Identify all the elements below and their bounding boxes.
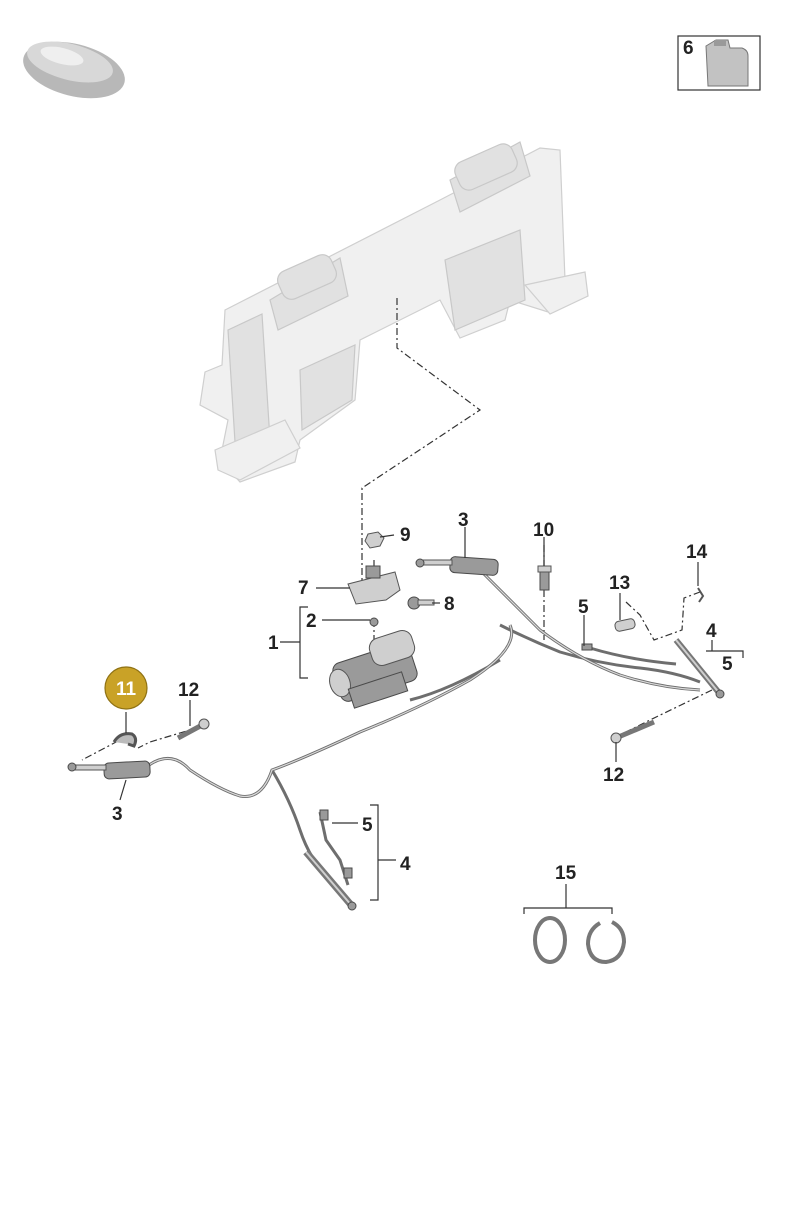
callout-14: 14 bbox=[686, 542, 708, 563]
callout-6: 6 bbox=[683, 38, 694, 59]
callout-8: 8 bbox=[444, 594, 455, 615]
hydraulic-cylinder-upper[interactable] bbox=[415, 556, 499, 576]
callout-10: 10 bbox=[533, 520, 554, 541]
latch-cylinder-right[interactable] bbox=[673, 638, 725, 699]
callout-5-right: 5 bbox=[722, 654, 733, 675]
pressure-sensor[interactable] bbox=[537, 565, 552, 591]
connector-5-upper[interactable] bbox=[581, 643, 593, 651]
callout-5-upper: 5 bbox=[578, 597, 589, 618]
leader-lines bbox=[119, 527, 744, 914]
screw-2[interactable] bbox=[369, 617, 379, 627]
car-silhouette-icon bbox=[23, 41, 125, 99]
callout-2: 2 bbox=[306, 611, 317, 632]
latch-cylinder-lower[interactable] bbox=[303, 809, 357, 911]
clip-14[interactable] bbox=[697, 587, 705, 603]
callout-4-lower: 4 bbox=[400, 854, 411, 875]
callout-15: 15 bbox=[555, 863, 577, 884]
callout-13: 13 bbox=[609, 573, 630, 594]
callout-1: 1 bbox=[268, 633, 279, 654]
bolt-8[interactable] bbox=[407, 596, 435, 610]
highlight-badge-11[interactable]: 11 bbox=[104, 666, 148, 710]
callout-7: 7 bbox=[298, 578, 309, 599]
callout-4-right: 4 bbox=[706, 621, 717, 642]
callout-12-right: 12 bbox=[603, 765, 624, 786]
hook-11[interactable] bbox=[112, 732, 138, 748]
circlips[interactable] bbox=[533, 916, 627, 965]
oil-canister-box[interactable]: 6 bbox=[677, 35, 761, 91]
hydraulic-pump[interactable] bbox=[326, 628, 419, 709]
hydraulic-cylinder-lower[interactable] bbox=[67, 760, 151, 780]
nut[interactable] bbox=[364, 531, 385, 549]
callout-12-left: 12 bbox=[178, 680, 199, 701]
callout-9: 9 bbox=[400, 525, 411, 546]
hydraulic-hoses bbox=[144, 568, 701, 886]
callout-11: 11 bbox=[116, 679, 137, 700]
bracket[interactable] bbox=[347, 565, 401, 605]
pin-12-left[interactable] bbox=[176, 718, 210, 741]
callout-3-lower: 3 bbox=[112, 804, 123, 825]
oil-canister-icon bbox=[705, 39, 749, 87]
sleeve-13[interactable] bbox=[614, 618, 636, 632]
callout-3-upper: 3 bbox=[458, 510, 469, 531]
callout-5-lower: 5 bbox=[362, 815, 373, 836]
crossmember-frame bbox=[199, 141, 589, 483]
pin-12-right[interactable] bbox=[610, 719, 655, 744]
